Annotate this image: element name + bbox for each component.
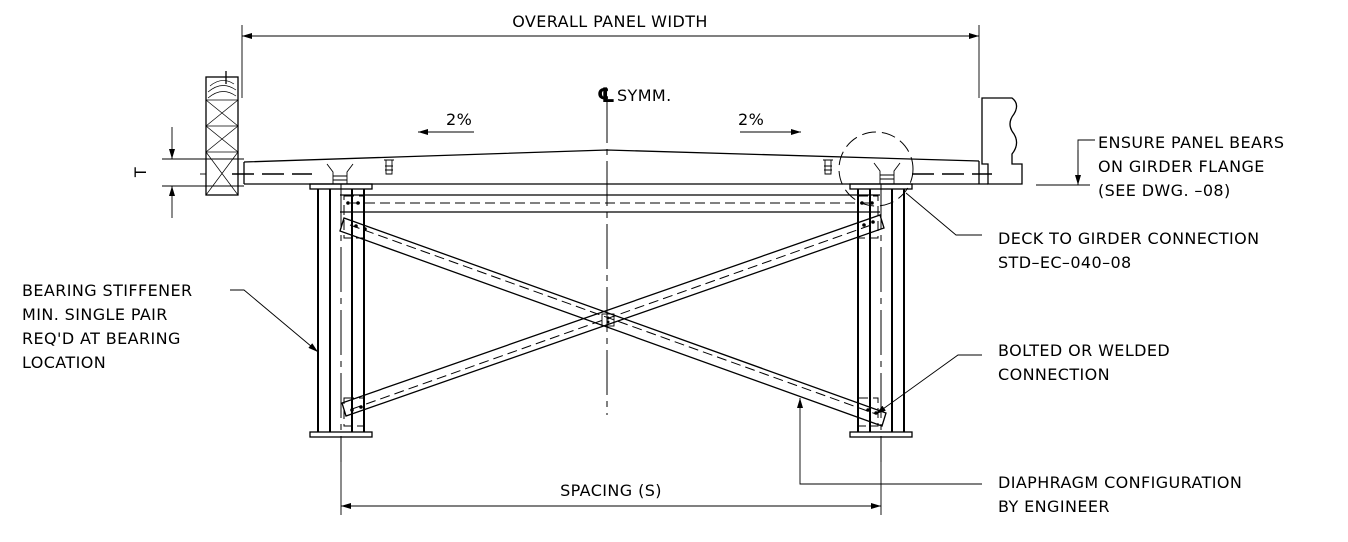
bearing-stiffener-line1: BEARING STIFFENER bbox=[22, 281, 192, 300]
right-barrier-rail bbox=[981, 97, 1023, 185]
ensure-line1: ENSURE PANEL BEARS bbox=[1098, 133, 1284, 152]
bolted-line2: CONNECTION bbox=[998, 365, 1110, 384]
ensure-line3: (SEE DWG. –08) bbox=[1098, 181, 1231, 200]
thickness-dimension: T bbox=[131, 127, 244, 218]
bearing-stiffener-line3: REQ'D AT BEARING bbox=[22, 329, 181, 348]
diaphragm-line2: BY ENGINEER bbox=[998, 497, 1110, 516]
overall-width-dimension: OVERALL PANEL WIDTH bbox=[241, 12, 980, 98]
deck-panel bbox=[232, 149, 992, 185]
spacing-dimension: SPACING (S) bbox=[340, 462, 882, 515]
bolted-callout: BOLTED OR WELDED CONNECTION bbox=[875, 341, 1170, 415]
centerline-symbol: ℄ bbox=[597, 83, 615, 107]
spacing-label: SPACING (S) bbox=[560, 481, 662, 500]
right-girder bbox=[849, 183, 913, 462]
diaphragm-callout: DIAPHRAGM CONFIGURATION BY ENGINEER bbox=[797, 398, 1242, 516]
bearing-stiffener-callout: BEARING STIFFENER MIN. SINGLE PAIR REQ'D… bbox=[22, 281, 319, 372]
overall-width-label: OVERALL PANEL WIDTH bbox=[512, 12, 708, 31]
centerline: ℄ SYMM. bbox=[597, 83, 672, 415]
deck-connection-callout: DECK TO GIRDER CONNECTION STD–EC–040–08 bbox=[838, 131, 1260, 272]
ensure-bearing-callout: ENSURE PANEL BEARS ON GIRDER FLANGE (SEE… bbox=[1036, 133, 1284, 200]
bearing-stiffener-line2: MIN. SINGLE PAIR bbox=[22, 305, 168, 324]
slope-right-label: 2% bbox=[738, 110, 764, 129]
bolted-line1: BOLTED OR WELDED bbox=[998, 341, 1170, 360]
slope-left: 2% bbox=[418, 110, 474, 135]
slope-left-label: 2% bbox=[446, 110, 472, 129]
thickness-label: T bbox=[131, 167, 150, 178]
slope-right: 2% bbox=[738, 110, 801, 135]
deck-connection-line2: STD–EC–040–08 bbox=[998, 253, 1132, 272]
deck-connection-line1: DECK TO GIRDER CONNECTION bbox=[998, 229, 1260, 248]
diaphragm-line1: DIAPHRAGM CONFIGURATION bbox=[998, 473, 1242, 492]
symm-label: SYMM. bbox=[617, 86, 672, 105]
diaphragm-bracing bbox=[339, 194, 887, 427]
left-barrier-post bbox=[200, 71, 239, 196]
bearing-stiffener-line4: LOCATION bbox=[22, 353, 106, 372]
ensure-line2: ON GIRDER FLANGE bbox=[1098, 157, 1265, 176]
